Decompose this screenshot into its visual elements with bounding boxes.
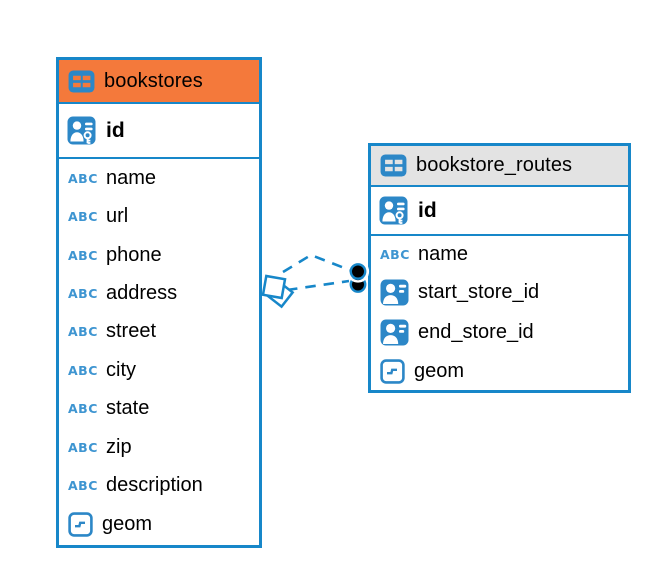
relationship-line[interactable] bbox=[286, 279, 350, 292]
column-list: ABC name ABC url ABC phone ABC address A… bbox=[59, 159, 259, 546]
column-row-start-store-id[interactable]: start_store_id bbox=[371, 272, 628, 312]
column-row-city[interactable]: ABC city bbox=[59, 351, 259, 390]
geometry-type-icon bbox=[68, 512, 93, 538]
relationship-many-end-diamond[interactable] bbox=[261, 274, 295, 309]
table-icon bbox=[68, 69, 95, 93]
column-row-url[interactable]: ABC url bbox=[59, 197, 259, 236]
primary-key-icon bbox=[379, 196, 408, 225]
primary-key-icon bbox=[67, 116, 96, 145]
text-type-icon: ABC bbox=[68, 477, 98, 493]
column-row-id[interactable]: id bbox=[371, 187, 628, 236]
column-row-phone[interactable]: ABC phone bbox=[59, 235, 259, 275]
column-row-state[interactable]: ABC state bbox=[59, 389, 259, 428]
column-name: id bbox=[418, 198, 437, 222]
column-list: ABC name start_store_id bbox=[371, 236, 628, 390]
column-name: zip bbox=[106, 435, 132, 458]
text-type-icon: ABC bbox=[68, 362, 98, 378]
column-row-description[interactable]: ABC description bbox=[59, 466, 259, 505]
relationship-line[interactable] bbox=[282, 253, 353, 274]
column-name: url bbox=[106, 205, 129, 228]
foreign-key-icon bbox=[380, 319, 409, 346]
text-type-icon: ABC bbox=[68, 401, 98, 417]
text-type-icon: ABC bbox=[68, 285, 98, 301]
text-type-icon: ABC bbox=[68, 247, 98, 263]
column-row-street[interactable]: ABC street bbox=[59, 312, 259, 352]
column-name: name bbox=[418, 242, 469, 265]
table-icon bbox=[380, 154, 407, 177]
text-type-icon: ABC bbox=[68, 324, 98, 340]
column-row-name[interactable]: ABC name bbox=[59, 159, 259, 198]
column-row-geom[interactable]: geom bbox=[59, 504, 259, 546]
column-name: geom bbox=[102, 513, 153, 536]
foreign-key-icon bbox=[380, 279, 409, 306]
table-title: bookstores bbox=[104, 69, 203, 92]
table-title: bookstore_routes bbox=[416, 154, 573, 176]
column-row-name[interactable]: ABC name bbox=[371, 236, 628, 272]
text-type-icon: ABC bbox=[68, 170, 98, 186]
column-row-zip[interactable]: ABC zip bbox=[59, 427, 259, 467]
column-name: phone bbox=[106, 243, 162, 266]
column-name: end_store_id bbox=[418, 320, 534, 343]
geometry-type-icon bbox=[380, 358, 405, 384]
column-name: street bbox=[106, 320, 157, 343]
entity-table-bookstore-routes[interactable]: bookstore_routes id ABC bbox=[368, 143, 631, 393]
column-name: state bbox=[106, 397, 150, 420]
column-name: description bbox=[106, 473, 203, 496]
table-header[interactable]: bookstore_routes bbox=[371, 146, 628, 187]
column-row-id[interactable]: id bbox=[59, 104, 259, 159]
entity-table-bookstores[interactable]: bookstores id ABC bbox=[56, 57, 262, 548]
column-name: geom bbox=[414, 359, 465, 382]
column-name: start_store_id bbox=[418, 280, 540, 303]
column-row-end-store-id[interactable]: end_store_id bbox=[371, 312, 628, 352]
column-name: address bbox=[106, 281, 178, 304]
column-name: name bbox=[106, 166, 157, 189]
table-header[interactable]: bookstores bbox=[59, 60, 259, 104]
text-type-icon: ABC bbox=[380, 246, 410, 262]
text-type-icon: ABC bbox=[68, 439, 98, 455]
text-type-icon: ABC bbox=[68, 209, 98, 225]
relationship-one-end-dot[interactable] bbox=[346, 260, 370, 293]
column-row-geom[interactable]: geom bbox=[371, 352, 628, 390]
column-row-address[interactable]: ABC address bbox=[59, 274, 259, 313]
column-name: city bbox=[106, 358, 136, 381]
column-name: id bbox=[106, 118, 125, 142]
